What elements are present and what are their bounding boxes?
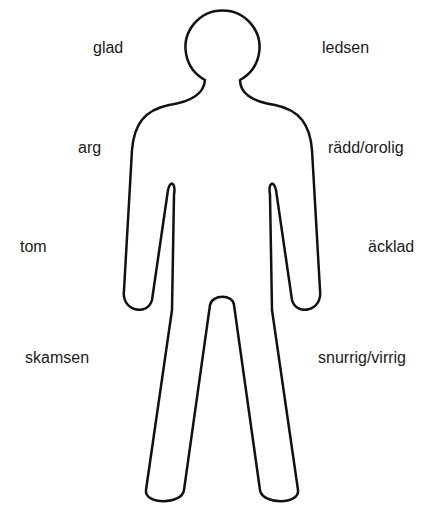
emotion-label: tom (20, 237, 47, 257)
body-outline-path (124, 10, 320, 501)
emotion-label: arg (78, 138, 101, 158)
emotion-label: ledsen (322, 38, 369, 58)
emotion-label: skamsen (25, 348, 89, 368)
emotion-label: äcklad (368, 237, 414, 257)
emotion-label: glad (93, 38, 123, 58)
emotion-label: snurrig/virrig (318, 348, 406, 368)
emotion-label: rädd/orolig (328, 138, 404, 158)
